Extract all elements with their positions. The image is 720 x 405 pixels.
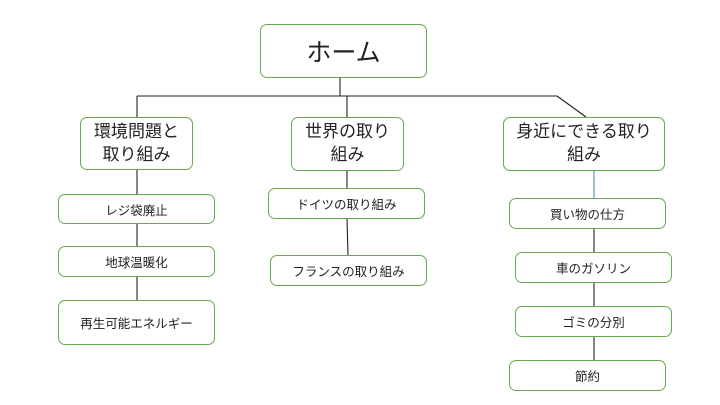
leaf-node-shopping[interactable]: 買い物の仕方 [509, 198, 666, 229]
root-label: ホーム [306, 38, 381, 67]
category-node-world[interactable]: 世界の取り 組み [291, 117, 404, 171]
category-label: 身近にできる取り 組み [516, 122, 652, 165]
root-node[interactable]: ホーム [260, 24, 427, 78]
leaf-label: 車のガソリン [555, 261, 631, 276]
category-label: 環境問題と 取り組み [94, 121, 179, 165]
leaf-label: レジ袋廃止 [105, 202, 168, 218]
leaf-node-plastic-bag[interactable]: レジ袋廃止 [58, 194, 215, 224]
category-node-daily-actions[interactable]: 身近にできる取り 組み [503, 117, 665, 171]
leaf-label: フランスの取り組み [292, 264, 405, 279]
category-node-environment[interactable]: 環境問題と 取り組み [80, 117, 193, 170]
category-label: 世界の取り 組み [305, 122, 390, 165]
leaf-node-global-warming[interactable]: 地球温暖化 [58, 246, 215, 277]
leaf-label: 買い物の仕方 [549, 207, 625, 222]
leaf-label: 地球温暖化 [105, 255, 168, 270]
leaf-node-saving[interactable]: 節約 [509, 360, 666, 391]
leaf-node-car-gasoline[interactable]: 車のガソリン [515, 252, 672, 283]
leaf-label: ドイツの取り組み [296, 197, 397, 212]
leaf-label: 節約 [574, 369, 600, 384]
leaf-node-france[interactable]: フランスの取り組み [270, 255, 427, 286]
edge-cat2-item2 [346, 218, 349, 256]
edge-bus-cat3 [556, 95, 587, 118]
leaf-node-germany[interactable]: ドイツの取り組み [268, 188, 425, 219]
leaf-node-renewable-energy[interactable]: 再生可能エネルギー [58, 300, 215, 345]
leaf-node-waste-sorting[interactable]: ゴミの分別 [515, 306, 672, 337]
leaf-label: 再生可能エネルギー [80, 316, 193, 331]
leaf-label: ゴミの分別 [562, 315, 625, 330]
